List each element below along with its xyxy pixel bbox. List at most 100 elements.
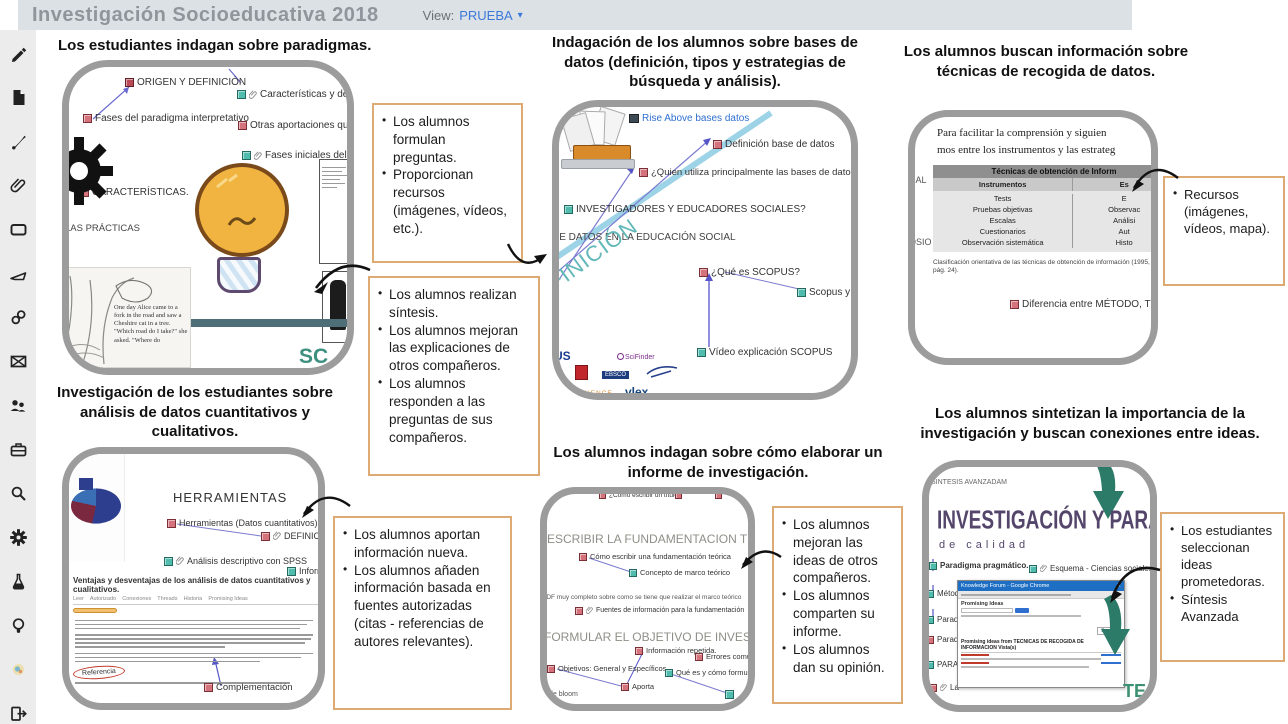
map-node: Paradigma pragmático. xyxy=(929,561,1028,570)
flask-icon[interactable] xyxy=(9,572,28,591)
map-node: Esquema - Ciencias sociales -e social- xyxy=(1029,564,1150,573)
annotation-box-6[interactable]: Los estudiantes seleccionan ideas promet… xyxy=(1160,512,1285,662)
panel-bases-datos[interactable]: Rise Above bases datos Definición base d… xyxy=(552,100,858,400)
annotation-box-3[interactable]: Recursos (imágenes, vídeos, mapa). xyxy=(1163,176,1285,286)
map-node xyxy=(725,690,734,699)
pen-icon[interactable] xyxy=(9,44,28,63)
bulb-icon[interactable] xyxy=(9,616,28,635)
map-node: Características y defin xyxy=(237,89,347,100)
annotation-item: Los alumnos mejoran las explicaciones de… xyxy=(376,322,530,375)
map-node: INVESTIGADORES Y EDUCADORES SOCIALES? xyxy=(564,204,806,215)
map-node: ¿Qué es SCOPUS? xyxy=(699,267,800,278)
map-big-title: INVESTIGACIÓN Y PARADIGMAS xyxy=(937,507,1150,536)
map-node: Aporta xyxy=(621,682,654,691)
table-caption: Clasificación orientativa de las técnica… xyxy=(933,259,1150,275)
brush-icon[interactable] xyxy=(9,132,28,151)
annotation-box-2[interactable]: Los alumnos realizan síntesis. Los alumn… xyxy=(368,276,540,476)
pie-chart-image xyxy=(69,454,125,562)
embedded-document: Ventajas y desventajas de los análisis d… xyxy=(72,576,318,686)
chevron-down-icon: ▾ xyxy=(517,9,523,21)
arrow-annotation xyxy=(302,496,351,518)
annotation-item: Los estudiantes seleccionan ideas promet… xyxy=(1168,522,1275,591)
annotation-item: Los alumnos dan su opinión. xyxy=(780,641,893,677)
map-label: SINTESIS AVANZADAM xyxy=(931,479,1007,486)
map-node: Métodos m xyxy=(929,589,977,598)
card-icon[interactable] xyxy=(9,220,28,239)
gear-icon[interactable] xyxy=(9,528,28,547)
panel-sintesis[interactable]: SINTESIS AVANZADAM INVESTIGACIÓN Y PARAD… xyxy=(922,460,1157,712)
doc-tabs: Leer Autorizado Conexiones Threads Histo… xyxy=(73,596,248,602)
logout-icon[interactable] xyxy=(9,704,28,723)
briefcase-icon[interactable] xyxy=(9,440,28,459)
heading-tecnicas: Los alumnos buscan información sobre téc… xyxy=(903,43,1189,80)
map-node: Rise Above bases datos xyxy=(629,113,749,124)
col-header: Instrumentos xyxy=(933,178,1074,191)
map-node-rotated: FINICIÓN xyxy=(552,213,643,296)
map-heading: FORMULAR EL OBJETIVO DE INVESTIGAC xyxy=(544,630,751,644)
logo-vlex: vlex xyxy=(625,385,649,399)
top-bar: Investigación Socioeducativa 2018 View: … xyxy=(18,0,1132,30)
page-icon[interactable] xyxy=(9,264,28,283)
gear-graphic xyxy=(69,137,113,205)
alice-caption: One day Alice came to a fork in the road… xyxy=(114,304,188,344)
map-node xyxy=(715,494,722,499)
annotation-item: Proporcionan recursos (imágenes, vídeos,… xyxy=(380,166,513,237)
paperclip-icon[interactable] xyxy=(9,176,28,195)
doc-title: Ventajas y desventajas de los análisis d… xyxy=(73,576,311,594)
view-selector[interactable]: View: PRUEBA ▾ xyxy=(423,8,523,23)
panel-cuantitativos[interactable]: HERRAMIENTAS Herramientas (Datos cuantit… xyxy=(62,447,325,710)
page-title: Investigación Socioeducativa 2018 xyxy=(32,3,379,26)
lightbulb-drawing xyxy=(195,163,289,257)
map-node: LAS PRÁCTICAS xyxy=(65,223,140,234)
annotation-box-1[interactable]: Los alumnos formulan preguntas. Proporci… xyxy=(372,103,523,263)
map-node: Objetivos: General y Específicos. xyxy=(547,664,668,673)
paperclip-icon xyxy=(273,531,281,540)
map-node: Fuentes de información para la fundament… xyxy=(575,606,744,615)
data-table: Técnicas de obtención de Inform Instrume… xyxy=(933,165,1151,253)
link-icon[interactable] xyxy=(9,308,28,327)
doc-badge xyxy=(73,608,117,613)
arrow-annotation xyxy=(741,550,782,569)
panel-paradigmas[interactable]: ORIGEN Y DEFINICIÓN Características y de… xyxy=(62,60,354,375)
arrow-annotation xyxy=(1132,168,1179,192)
map-node: Paradigm xyxy=(929,615,971,624)
annotation-box-5[interactable]: Los alumnos mejoran las ideas de otros c… xyxy=(772,506,903,704)
logo-scifinder: SciFinder xyxy=(617,353,655,361)
paperclip-icon xyxy=(254,150,262,160)
map-text: PDF muy completo sobre como se tiene que… xyxy=(542,594,742,601)
col-header: Es xyxy=(1119,180,1129,189)
file-icon[interactable] xyxy=(9,88,28,107)
map-node: Vídeo explicación SCOPUS xyxy=(697,347,832,358)
people-icon[interactable] xyxy=(9,396,28,415)
paperclip-icon xyxy=(586,606,593,614)
heading-bases: Indagación de los alumnos sobre bases de… xyxy=(552,34,858,90)
heading-cuanti: Investigación de los estudiantes sobre a… xyxy=(57,384,333,440)
annotation-box-4[interactable]: Los alumnos aportan información nueva. L… xyxy=(333,516,512,710)
mail-x-icon[interactable] xyxy=(9,352,28,371)
map-node: Cómo escribir una fundamentación teórica xyxy=(579,552,731,561)
search-icon[interactable] xyxy=(9,484,28,503)
highlight-icon[interactable] xyxy=(9,660,28,679)
map-node: Otras aportaciones que no xyxy=(238,120,347,131)
map-subtitle: de calidad xyxy=(939,539,1030,551)
map-node: Informaci xyxy=(287,566,318,576)
mini-note-card xyxy=(319,159,347,264)
map-node: Scopus y xyxy=(797,287,850,298)
map-node: Análisis descriptivo con SPSS xyxy=(164,556,307,566)
green-down-arrow xyxy=(1093,467,1124,519)
view-label: View: xyxy=(422,7,455,23)
lightbulb-base xyxy=(217,257,261,293)
arrow-annotation xyxy=(1110,566,1161,603)
annotation-item: Los alumnos añaden información basada en… xyxy=(341,562,502,651)
annotation-item: Los alumnos realizan síntesis. xyxy=(376,286,530,322)
map-node: Concepto de marco teórico xyxy=(629,568,730,577)
browser-screenshot: Knowledge Forum - Google Chrome✕ Promisi… xyxy=(957,580,1125,688)
panel-informe[interactable]: ¿Cómo escribir un título? ESCRIBIR LA FU… xyxy=(540,487,755,711)
map-heading: ESCRIBIR LA FUNDAMENTACION TEORIC xyxy=(547,532,755,546)
map-node: Fases del paradigma interpretativo xyxy=(83,113,249,124)
map-node: Fases iniciales del par xyxy=(242,150,347,161)
annotation-list: Los alumnos formulan preguntas. Proporci… xyxy=(380,113,513,238)
